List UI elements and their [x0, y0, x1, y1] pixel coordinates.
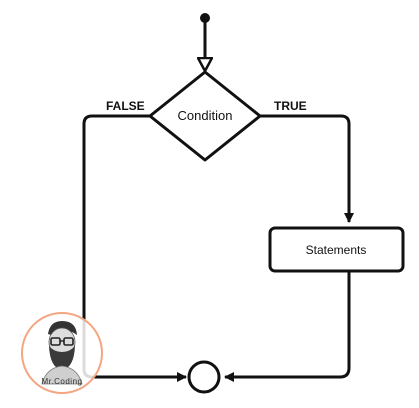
false-label: FALSE [106, 99, 145, 113]
condition-diamond [148, 70, 262, 162]
statements-return-connector [224, 271, 351, 382]
merge-node [187, 360, 221, 394]
true-label: TRUE [274, 99, 307, 113]
avatar-beard-icon [49, 346, 75, 370]
statements-label: Statements [306, 243, 367, 257]
statements-box [268, 226, 405, 273]
true-branch-connector [260, 114, 354, 223]
condition-label: Condition [178, 108, 233, 123]
logo-text: Mr.Coding [42, 377, 83, 386]
mr-coding-logo: Mr.Coding [21, 312, 103, 394]
